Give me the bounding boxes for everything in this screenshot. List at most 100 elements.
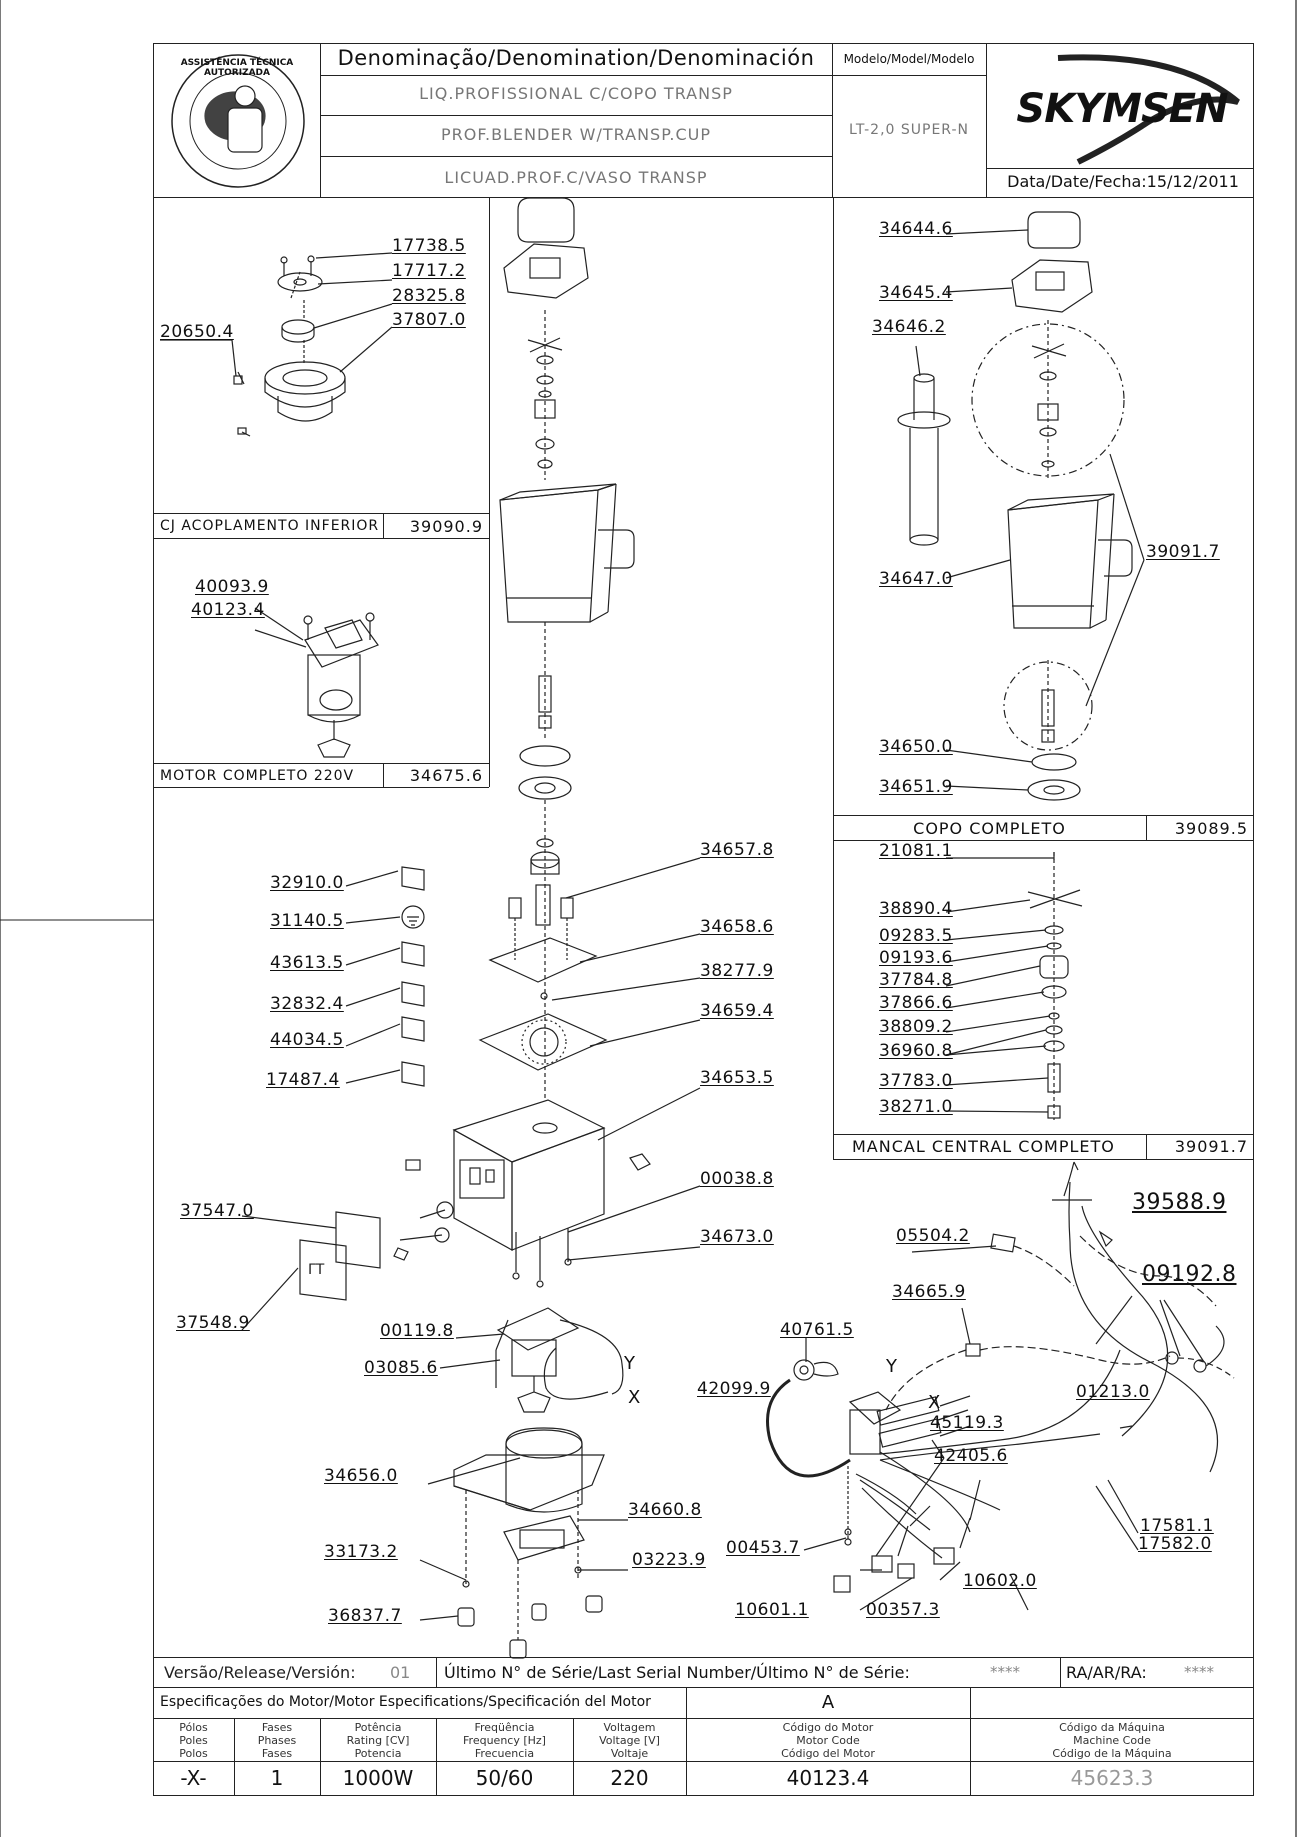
part-label: 44034.5: [270, 1030, 344, 1050]
motor-title: MOTOR COMPLETO 220V: [160, 768, 355, 784]
header-rule: [320, 75, 832, 76]
part-label: 10602.0: [963, 1571, 1037, 1591]
part-label: 36837.7: [328, 1606, 402, 1626]
box-rule: [1146, 815, 1147, 840]
release-label: Versão/Release/Versión:: [164, 1663, 356, 1682]
part-label: 34658.6: [700, 917, 774, 937]
part-label: 00453.7: [726, 1538, 800, 1558]
part-label: 34644.6: [879, 219, 953, 239]
part-label: 43613.5: [270, 953, 344, 973]
part-label: 34651.9: [879, 777, 953, 797]
footer-rule: [320, 1718, 321, 1796]
part-label: 37784.8: [879, 970, 953, 990]
part-label: 40123.4: [191, 600, 265, 620]
box-rule: [489, 197, 490, 787]
spec-header-rating: Potência Rating [CV] Potencia: [346, 1721, 410, 1760]
part-label: 34660.8: [628, 1500, 702, 1520]
box-rule: [153, 513, 489, 514]
part-label: 37783.0: [879, 1071, 953, 1091]
spec-value-phases: 1: [270, 1766, 284, 1790]
brand-logo: SKYMSEN: [1016, 86, 1228, 132]
part-label: 42405.6: [934, 1446, 1008, 1466]
part-label: 00357.3: [866, 1600, 940, 1620]
part-label: 28325.8: [392, 286, 466, 306]
footer-rule: [153, 1657, 1254, 1658]
spec-a: A: [821, 1692, 835, 1713]
wire-label-y: Y: [886, 1356, 897, 1377]
mancal-code: 39091.7: [1174, 1137, 1248, 1156]
part-label: 38890.4: [879, 899, 953, 919]
acoplamento-code: 39090.9: [409, 517, 483, 536]
wire-label-x: X: [628, 1387, 641, 1408]
part-label: 34656.0: [324, 1466, 398, 1486]
part-label: 36960.8: [879, 1041, 953, 1061]
technical-assistance-seal: ASSISTÊNCIA TÉCNICA AUTORIZADA: [180, 58, 294, 78]
part-label: 32832.4: [270, 994, 344, 1014]
spec-value-rating: 1000W: [342, 1766, 414, 1790]
footer-rule: [153, 1761, 1254, 1762]
part-label: 34647.0: [879, 569, 953, 589]
part-label: 03223.9: [632, 1550, 706, 1570]
header-rule: [320, 115, 832, 116]
copo-code: 39089.5: [1174, 819, 1248, 838]
footer-rule: [686, 1687, 687, 1796]
part-label: 03085.6: [364, 1358, 438, 1378]
ra-value: ****: [1184, 1663, 1214, 1681]
mancal-title: MANCAL CENTRAL COMPLETO: [852, 1137, 1115, 1156]
model-label: Modelo/Model/Modelo: [843, 52, 975, 66]
part-label: 32910.0: [270, 873, 344, 893]
part-label: 42099.9: [697, 1379, 771, 1399]
description-en: PROF.BLENDER W/TRANSP.CUP: [441, 125, 711, 144]
motor-code: 34675.6: [409, 766, 483, 785]
header-rule: [832, 43, 833, 197]
part-label: 20650.4: [160, 322, 234, 342]
header-rule: [320, 43, 321, 197]
copo-drawing: [897, 211, 1145, 801]
copo-title: COPO COMPLETO: [913, 819, 1066, 838]
box-rule: [1146, 1134, 1147, 1159]
part-label: 33173.2: [324, 1542, 398, 1562]
part-label: 37807.0: [392, 310, 466, 330]
part-label: 34657.8: [700, 840, 774, 860]
header-rule: [986, 43, 987, 197]
header-bottom-rule: [153, 197, 1254, 198]
header-rule: [320, 156, 832, 157]
part-label: 38271.0: [879, 1097, 953, 1117]
motor-drawing: [254, 607, 379, 758]
part-label: 34645.4: [879, 283, 953, 303]
part-label: 38809.2: [879, 1017, 953, 1037]
part-label: 09192.8: [1142, 1262, 1237, 1287]
box-rule: [833, 1159, 1254, 1160]
spec-header-frequency: Freqüência Frequency [Hz] Frecuencia: [463, 1721, 546, 1760]
part-label: 40093.9: [195, 577, 269, 597]
footer-rule: [234, 1718, 235, 1796]
spec-header-motor-code: Código do Motor Motor Code Código del Mo…: [781, 1721, 875, 1760]
footer-rule: [436, 1718, 437, 1796]
center-exploded-drawing: ΓΤ: [241, 197, 701, 1659]
part-label: 31140.5: [270, 911, 344, 931]
description-es: LICUAD.PROF.C/VASO TRANSP: [444, 168, 708, 187]
wiring-drawing: [766, 1161, 1235, 1611]
release-value: 01: [390, 1663, 411, 1682]
acoplamento-drawing: [160, 252, 393, 437]
part-label: 34659.4: [700, 1001, 774, 1021]
part-label: 40761.5: [780, 1320, 854, 1340]
serial-value: ****: [990, 1663, 1020, 1681]
description-pt: LIQ.PROFISSIONAL C/COPO TRANSP: [419, 84, 733, 103]
part-label: 34665.9: [892, 1282, 966, 1302]
part-label: 17487.4: [266, 1070, 340, 1090]
spec-value-motor-code: 40123.4: [786, 1766, 870, 1790]
part-label: 01213.0: [1076, 1382, 1150, 1402]
wire-label-x: X: [928, 1392, 941, 1413]
box-rule: [833, 197, 834, 1159]
part-label: 38277.9: [700, 961, 774, 981]
part-label: 37548.9: [176, 1313, 250, 1333]
part-label: 39588.9: [1132, 1190, 1227, 1215]
part-label: 09283.5: [879, 926, 953, 946]
box-rule: [153, 763, 489, 764]
box-rule: [383, 513, 384, 538]
footer-rule: [153, 1687, 1254, 1688]
part-label: 17581.1: [1140, 1516, 1214, 1536]
footer-rule: [970, 1687, 971, 1796]
